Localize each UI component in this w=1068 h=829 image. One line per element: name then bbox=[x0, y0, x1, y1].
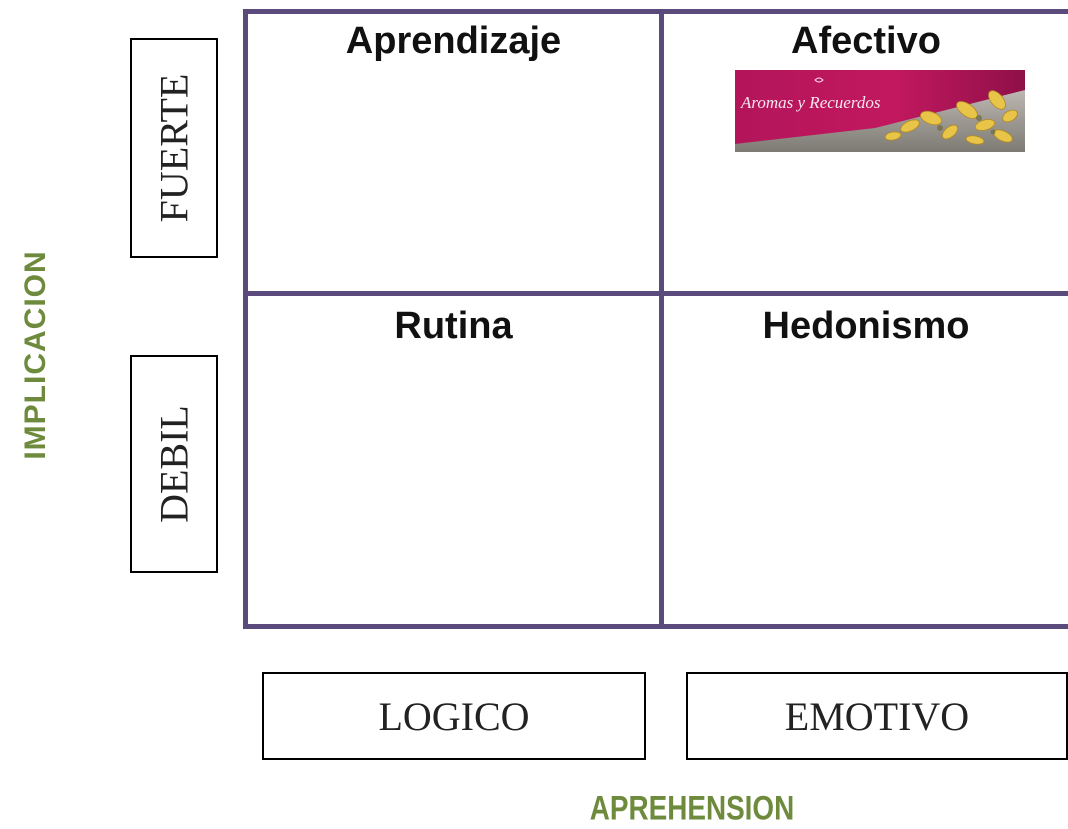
row-label-fuerte-text: FUERTE bbox=[151, 73, 197, 223]
matrix-vertical-divider bbox=[659, 9, 664, 629]
quadrant-aprendizaje: Aprendizaje bbox=[345, 20, 562, 62]
quadrant-hedonismo: Hedonismo bbox=[762, 305, 970, 347]
quadrant-afectivo: Afectivo bbox=[791, 20, 941, 62]
column-label-logico: LOGICO bbox=[262, 672, 646, 760]
row-label-debil: DEBIL bbox=[130, 355, 218, 573]
matrix-horizontal-divider bbox=[243, 291, 1068, 296]
x-axis-title-text: APREHENSION bbox=[589, 789, 795, 828]
column-label-emotivo: EMOTIVO bbox=[686, 672, 1068, 760]
quadrant-rutina: Rutina bbox=[394, 305, 513, 347]
brand-logo-text: Aromas y Recuerdos bbox=[740, 93, 881, 112]
x-axis-title: APREHENSION bbox=[567, 790, 816, 829]
row-label-debil-text: DEBIL bbox=[151, 405, 197, 523]
matrix-frame bbox=[243, 9, 1068, 629]
y-axis-title: IMPLICACION bbox=[19, 250, 52, 460]
brand-logo-image: Aromas y Recuerdos bbox=[735, 70, 1025, 152]
row-label-fuerte: FUERTE bbox=[130, 38, 218, 258]
